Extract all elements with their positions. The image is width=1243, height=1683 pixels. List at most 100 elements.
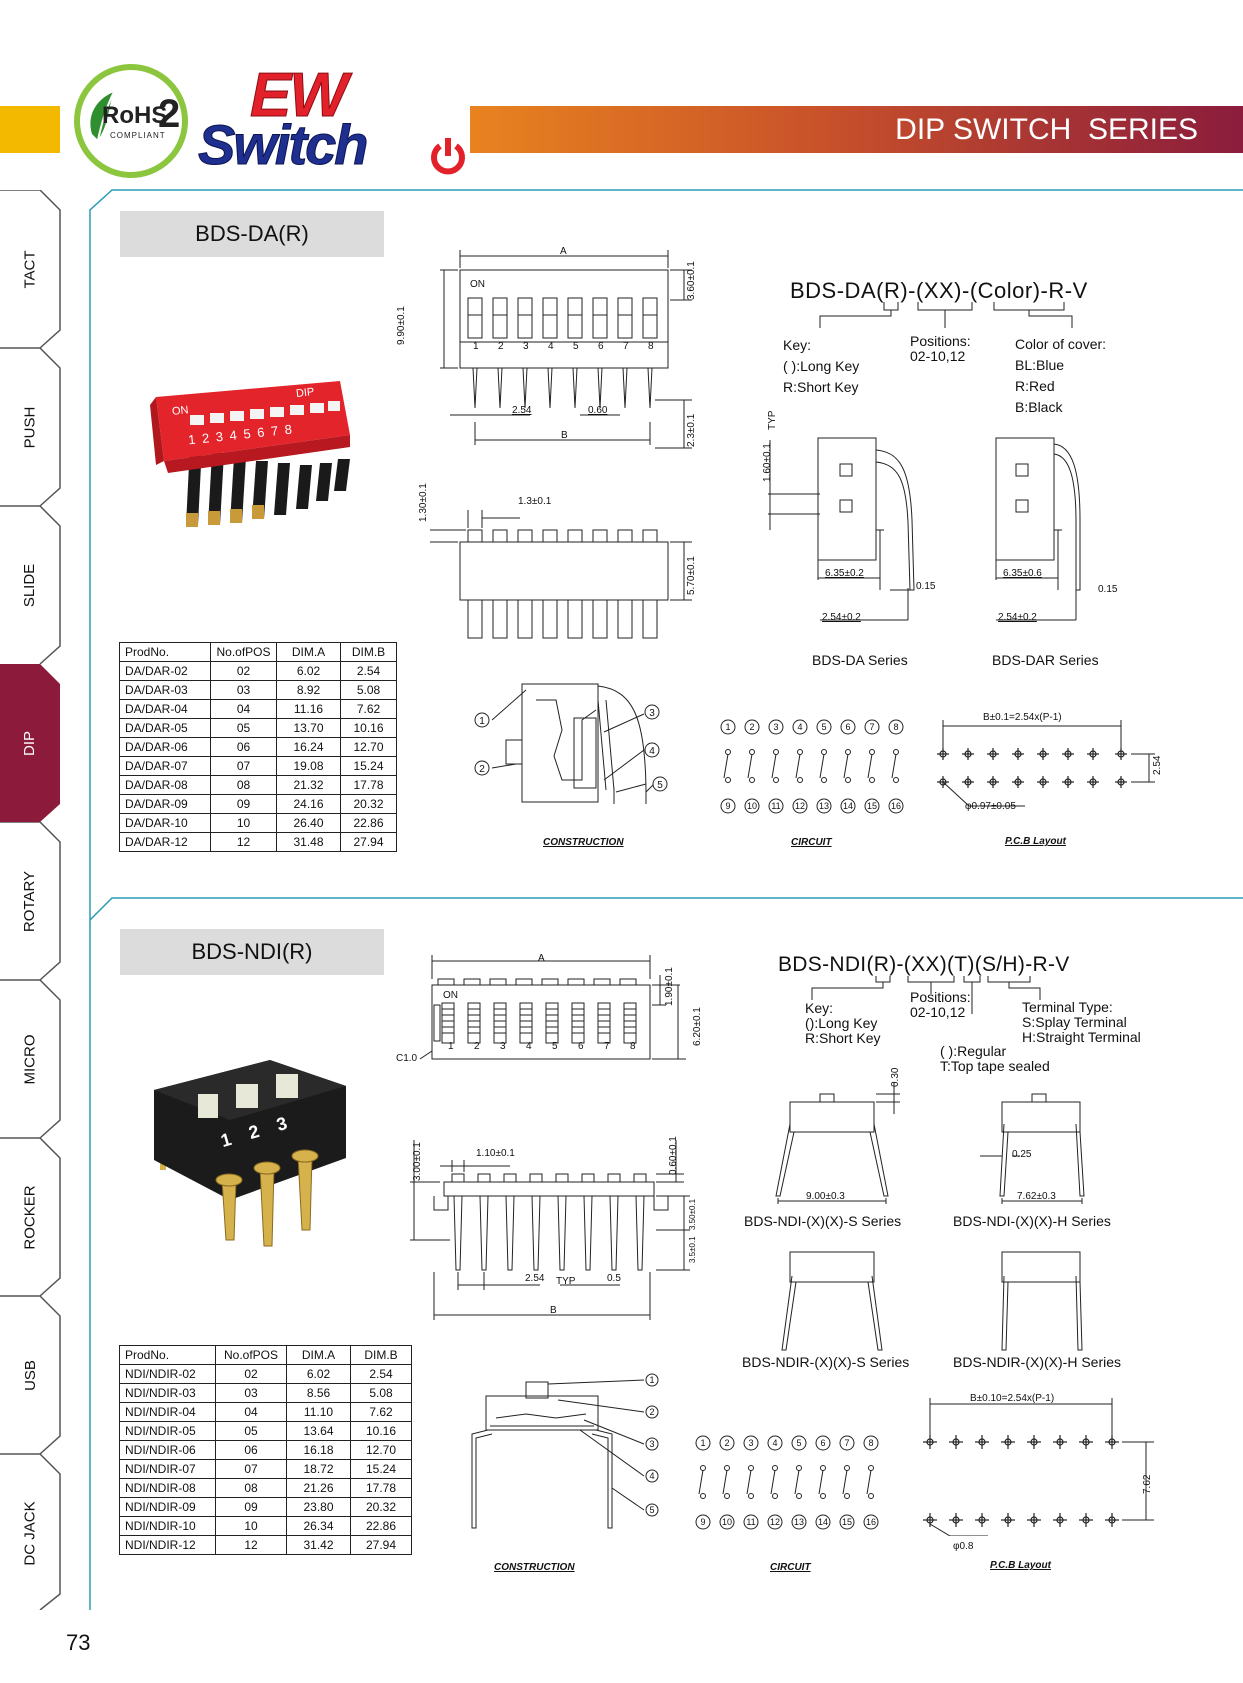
cell: 09: [210, 794, 277, 814]
dim-pitch: 2.54: [512, 405, 532, 416]
cell: 08: [215, 1478, 287, 1498]
cell: DA/DAR-06: [119, 737, 211, 757]
sidebar-outline: [0, 190, 61, 1610]
ndi-b2: 3.5±0.1: [688, 1236, 697, 1263]
cell: 6.02: [286, 1364, 351, 1384]
ndi-t2: 0.25: [1012, 1149, 1032, 1160]
cell: DA/DAR-03: [119, 680, 211, 700]
col-prodno: ProdNo.: [119, 1345, 216, 1365]
ndi-num-6: 6: [578, 1041, 584, 1052]
dar-series-label: BDS-DAR Series: [992, 652, 1099, 668]
typ-label: TYP: [767, 410, 778, 430]
dim-h2: 3.60±0.1: [686, 261, 697, 300]
cell: 22.86: [350, 1516, 412, 1536]
cell: 06: [215, 1440, 287, 1460]
ndi-num-5: 5: [552, 1041, 558, 1052]
svg-text:11: 11: [746, 1517, 755, 1527]
ndi-num-1: 1: [448, 1041, 454, 1052]
cell: 17.78: [350, 1478, 412, 1498]
ndi-num-3: 3: [500, 1041, 506, 1052]
cell: 15.24: [350, 1459, 412, 1479]
cell: NDI/NDIR-09: [119, 1497, 216, 1517]
ndi-t: 0.30: [890, 1067, 901, 1087]
legend-line: 02-10,12: [910, 1004, 966, 1020]
legend-line: S:Splay Terminal: [1022, 1014, 1127, 1030]
svg-text:6: 6: [820, 1438, 825, 1448]
cell: NDI/NDIR-10: [119, 1516, 216, 1536]
cell: 07: [215, 1459, 287, 1479]
dim-a: A: [560, 246, 567, 257]
da-pitch: 2.54±0.2: [822, 612, 861, 623]
svg-text:2: 2: [479, 764, 485, 775]
part-number-brackets: [819, 302, 1073, 328]
rohs-logo: RoHS 2 COMPLIANT: [72, 62, 190, 180]
da-pcb-drawing: [937, 720, 1155, 807]
cell: 24.16: [276, 794, 341, 814]
color-legend-da: Color of cover: BL:Blue R:Red B:Black: [1015, 334, 1106, 418]
rohs-text: RoHS: [102, 102, 168, 129]
svg-text:7: 7: [844, 1438, 849, 1448]
series-title: DIP SWITCH SERIES: [895, 113, 1198, 146]
cell: 5.08: [340, 680, 397, 700]
rohs-number: 2: [158, 92, 181, 136]
cell: 12: [215, 1535, 287, 1555]
legend-line: ( ):Long Key: [783, 358, 860, 374]
da-width: 6.35±0.2: [825, 568, 864, 579]
on-label: ON: [470, 279, 485, 290]
col-pos: No.ofPOS: [215, 1345, 287, 1365]
cell: 31.48: [276, 832, 341, 852]
cell: 26.34: [286, 1516, 351, 1536]
terminal-legend-ndi: Terminal Type: S:Splay Terminal H:Straig…: [1022, 1000, 1141, 1045]
svg-text:1: 1: [725, 722, 730, 732]
cell: 16.18: [286, 1440, 351, 1460]
cell: 31.42: [286, 1535, 351, 1555]
ndi-typ: TYP: [556, 1276, 576, 1287]
cell: NDI/NDIR-06: [119, 1440, 216, 1460]
svg-text:13: 13: [794, 1517, 804, 1527]
pin-num-3: 3: [523, 341, 529, 352]
cell: DA/DAR-04: [119, 699, 211, 719]
cell: 16.24: [276, 737, 341, 757]
cell: 7.62: [350, 1402, 412, 1422]
positions-legend-ndi: Positions: 02-10,12: [910, 990, 971, 1020]
pin-num-1: 1: [473, 341, 479, 352]
svg-text:1: 1: [700, 1438, 705, 1448]
power-icon: [431, 138, 465, 175]
cell: 22.86: [340, 813, 397, 833]
cell: 8.56: [286, 1383, 351, 1403]
legend-line: Color of cover:: [1015, 336, 1107, 352]
page-number: 73: [66, 1630, 91, 1655]
part-number-ndi: BDS-NDI(R)-(XX)(T)(S/H)-R-V: [778, 953, 1070, 976]
cell: NDI/NDIR-03: [119, 1383, 216, 1403]
ndi-dim-a: A: [538, 953, 545, 964]
dim-knob-h: 1.30±0.1: [418, 483, 429, 522]
svg-text:9: 9: [700, 1517, 705, 1527]
legend-line: Positions:: [910, 989, 971, 1005]
key-h: 1.60±0.1: [762, 443, 773, 482]
ndi-side-view-drawing: [410, 1140, 690, 1320]
col-pos: No.ofPOS: [210, 642, 277, 662]
ndi-h-width: 7.62±0.3: [1017, 1191, 1056, 1202]
black-dip-photo-icon: [154, 1060, 346, 1247]
svg-text:2: 2: [724, 1438, 729, 1448]
svg-text:3: 3: [649, 1439, 654, 1449]
ndi-pin: 0.5: [607, 1273, 621, 1284]
da-pcb-label: P.C.B Layout: [1005, 836, 1066, 847]
pin-num-8: 8: [648, 341, 654, 352]
cell: NDI/NDIR-02: [119, 1364, 216, 1384]
da-pcb-diameter: φ0.97±0.05: [965, 801, 1016, 812]
series-banner: DIP SWITCH SERIES: [470, 106, 1243, 153]
svg-text:15: 15: [842, 1517, 852, 1527]
positions-legend-da: Positions: 02-10,12: [910, 334, 971, 364]
key-legend-ndi: Key: ():Long Key R:Short Key: [805, 1001, 880, 1046]
